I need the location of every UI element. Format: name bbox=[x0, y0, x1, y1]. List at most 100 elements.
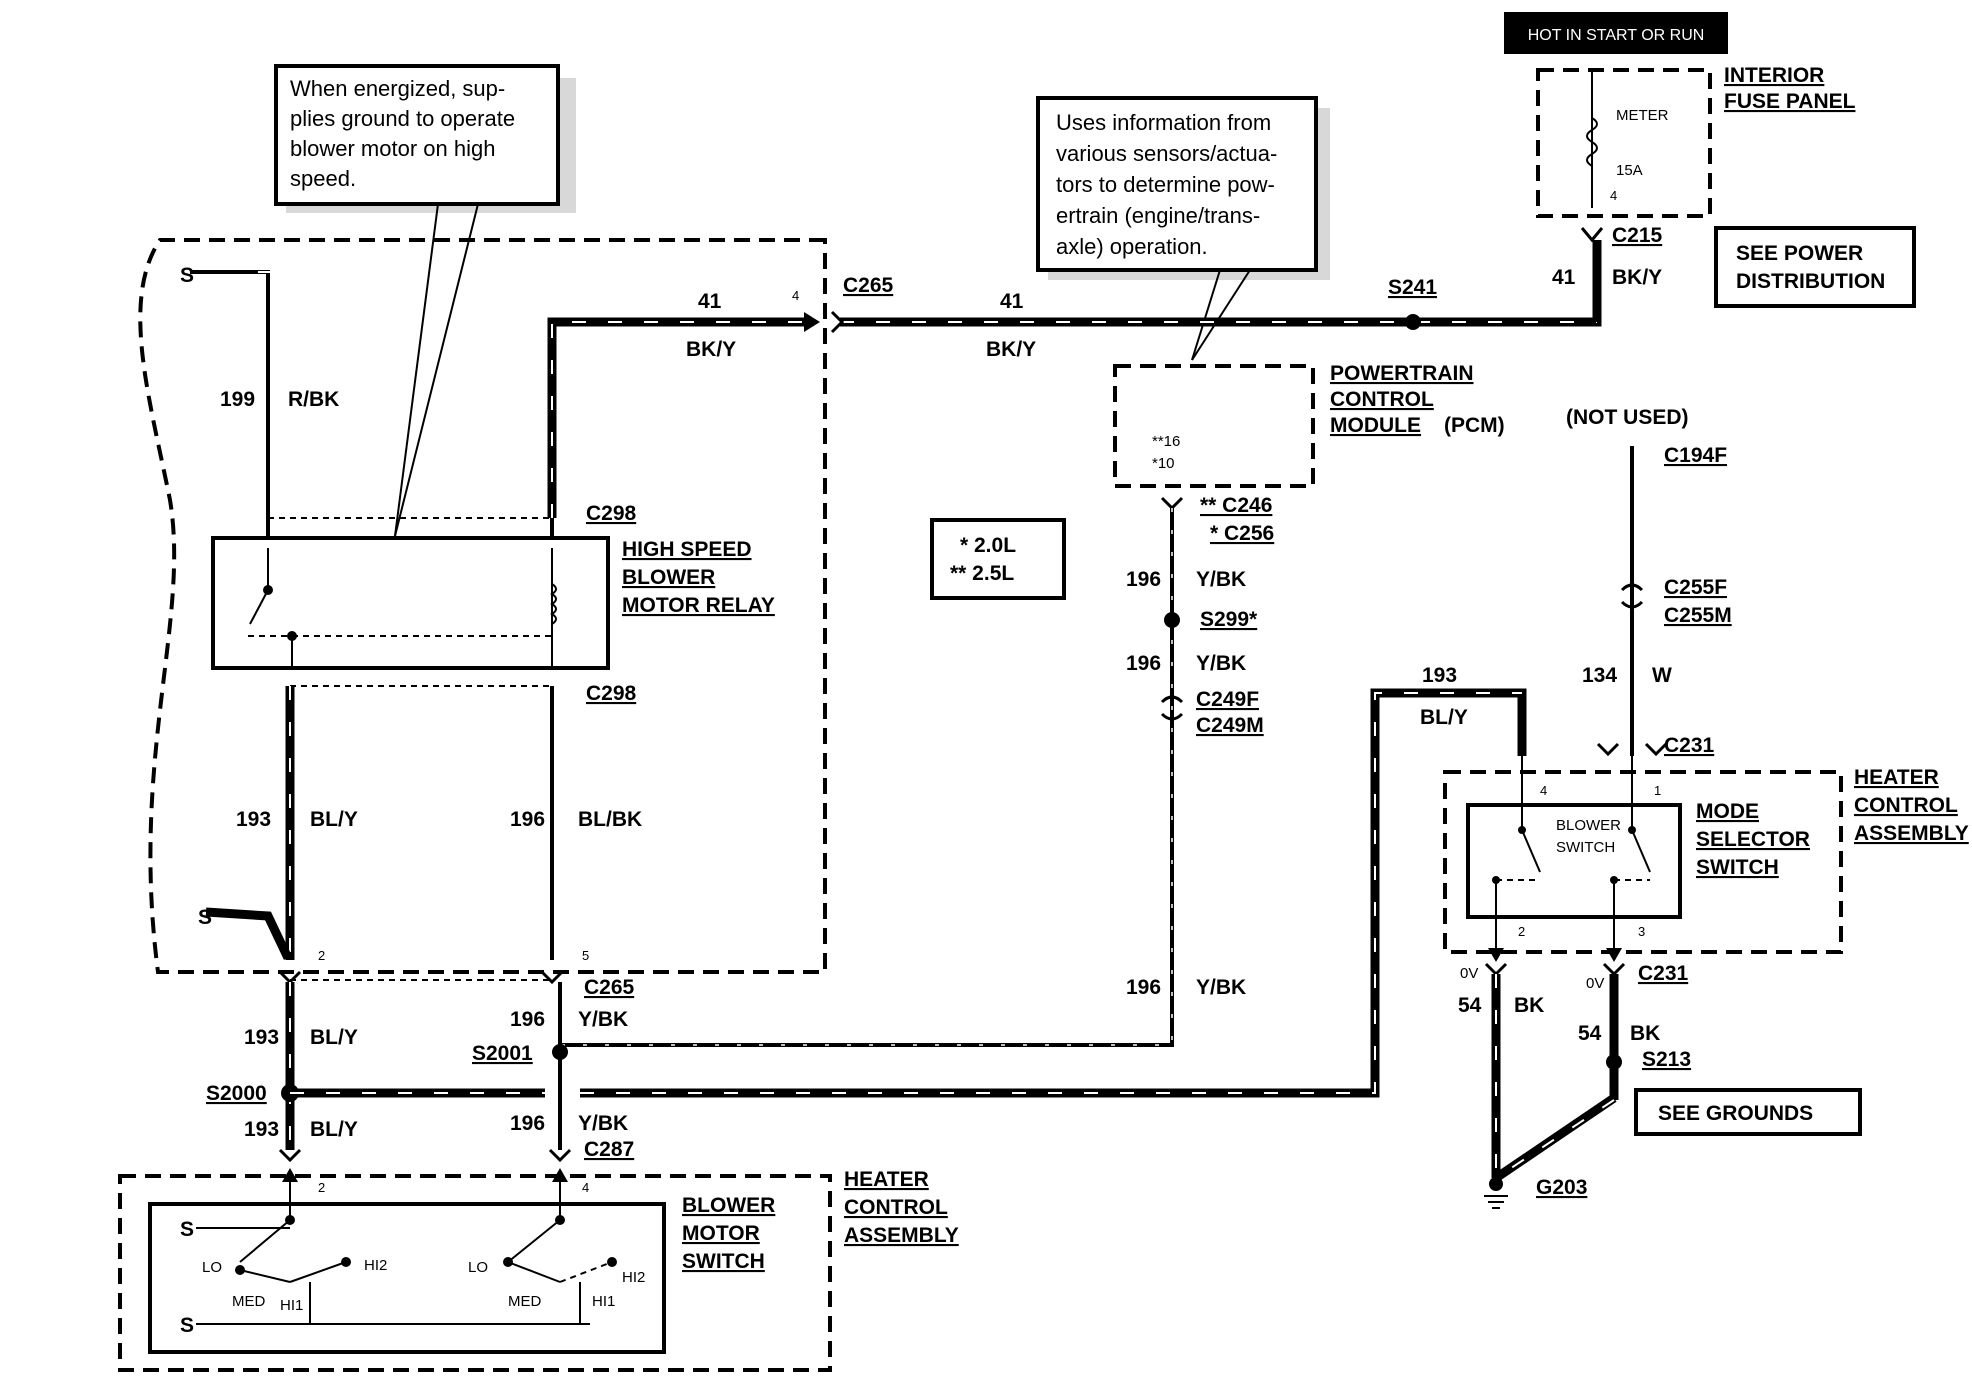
mode-selector-label: SELECTOR bbox=[1696, 828, 1810, 851]
wire-54-right bbox=[1493, 974, 1619, 1182]
blower-motor-switch bbox=[148, 1202, 666, 1354]
connector-c249f: C249F bbox=[1196, 688, 1259, 711]
pcm-callout-line: axle) operation. bbox=[1056, 234, 1208, 259]
switch-position: MED bbox=[232, 1293, 266, 1310]
high-speed-relay bbox=[211, 536, 610, 670]
connector-c298: C298 bbox=[586, 502, 637, 525]
splice-label: S299* bbox=[1200, 608, 1258, 631]
wire-color: W bbox=[1652, 664, 1672, 687]
heater-assy-label: CONTROL bbox=[844, 1196, 948, 1219]
wire-number: 196 bbox=[1126, 568, 1161, 591]
wire-color: Y/BK bbox=[578, 1112, 628, 1135]
wire-color: BK bbox=[1630, 1022, 1660, 1045]
pcm-callout-line: ertrain (engine/trans- bbox=[1056, 203, 1260, 228]
wire-color: BL/Y bbox=[1420, 706, 1468, 729]
wire-number: 41 bbox=[1000, 290, 1024, 313]
heater-assy-label: ASSEMBLY bbox=[844, 1224, 959, 1247]
pcm-pin: **16 bbox=[1152, 433, 1180, 450]
pcm-module bbox=[1113, 364, 1315, 488]
heater-assy-label: HEATER bbox=[1854, 766, 1939, 789]
wire-number: 54 bbox=[1458, 994, 1482, 1017]
pcm-callout-line: Uses information from bbox=[1056, 110, 1271, 135]
connector-c249m: C249M bbox=[1196, 714, 1264, 737]
shield-symbol: S bbox=[180, 1218, 194, 1241]
fuse-symbol bbox=[1586, 117, 1598, 167]
wire-number: 41 bbox=[698, 290, 722, 313]
wire-number: 193 bbox=[236, 808, 271, 831]
pin-number: 4 bbox=[792, 288, 799, 303]
connector-c265: C265 bbox=[584, 976, 635, 999]
pcm-callout-line: various sensors/actua- bbox=[1056, 141, 1277, 166]
pin-number: 4 bbox=[582, 1180, 589, 1195]
wire-color: Y/BK bbox=[578, 1008, 628, 1031]
wire-color: Y/BK bbox=[1196, 652, 1246, 675]
shield-symbol: S bbox=[180, 264, 194, 287]
wire-color: BK/Y bbox=[1612, 266, 1662, 289]
relay-callout: When energized, sup- plies ground to ope… bbox=[274, 64, 576, 537]
splice-label: S241 bbox=[1388, 276, 1437, 299]
see-power-text: DISTRIBUTION bbox=[1736, 270, 1885, 293]
switch-position: MED bbox=[508, 1293, 542, 1310]
relay-callout-line: speed. bbox=[290, 166, 356, 191]
pcm-callout: Uses information from various sensors/ac… bbox=[1036, 96, 1330, 361]
not-used-label: (NOT USED) bbox=[1566, 406, 1689, 429]
see-power-box[interactable] bbox=[1714, 226, 1916, 308]
wire-color: R/BK bbox=[288, 388, 339, 411]
pcm-pin: *10 bbox=[1152, 455, 1175, 472]
voltage-label: 0V bbox=[1460, 965, 1478, 982]
wire-number: 196 bbox=[1126, 652, 1161, 675]
mode-selector-label: MODE bbox=[1696, 800, 1759, 823]
blower-switch-label: MOTOR bbox=[682, 1222, 760, 1245]
wire-color: Y/BK bbox=[1196, 976, 1246, 999]
fuse-rating: 15A bbox=[1616, 162, 1643, 179]
connector-c246: ** C246 bbox=[1200, 494, 1272, 517]
blower-switch-text: BLOWER bbox=[1556, 817, 1621, 834]
legend-entry: ** 2.5L bbox=[950, 562, 1014, 585]
see-grounds-box[interactable] bbox=[1634, 1088, 1862, 1136]
connector-c265: C265 bbox=[843, 274, 894, 297]
pin-number: 4 bbox=[1540, 783, 1547, 798]
pin-number: 2 bbox=[1518, 924, 1525, 939]
wire-number: 193 bbox=[244, 1118, 279, 1141]
connector-c255m: C255M bbox=[1664, 604, 1732, 627]
hot-label: HOT IN START OR RUN bbox=[1528, 27, 1705, 44]
wire-number: 54 bbox=[1578, 1022, 1602, 1045]
connector-c256: * C256 bbox=[1210, 522, 1274, 545]
heater-control-assembly-bottom bbox=[118, 1174, 832, 1372]
relay-callout-line: blower motor on high bbox=[290, 136, 495, 161]
relay-label: BLOWER bbox=[622, 566, 715, 589]
connector-c255f: C255F bbox=[1664, 576, 1727, 599]
blower-switch-label: SWITCH bbox=[682, 1250, 765, 1273]
switch-position: LO bbox=[202, 1259, 222, 1276]
shield-symbol: S bbox=[180, 1314, 194, 1337]
connector-c231: C231 bbox=[1638, 962, 1689, 985]
connector-c194f: C194F bbox=[1664, 444, 1727, 467]
relay-label: MOTOR RELAY bbox=[622, 594, 775, 617]
voltage-label: 0V bbox=[1586, 975, 1604, 992]
pin-number: 3 bbox=[1638, 924, 1645, 939]
wire-number: 193 bbox=[1422, 664, 1457, 687]
connector-c231: C231 bbox=[1664, 734, 1715, 757]
switch-position: LO bbox=[468, 1259, 488, 1276]
pin-number: 4 bbox=[1610, 188, 1617, 203]
heater-control-assembly-right bbox=[1443, 770, 1843, 954]
heater-assy-label: HEATER bbox=[844, 1168, 929, 1191]
wire-color: BL/Y bbox=[310, 808, 358, 831]
wire-number: 134 bbox=[1582, 664, 1617, 687]
relay-callout-line: plies ground to operate bbox=[290, 106, 515, 131]
splice-label: S213 bbox=[1642, 1048, 1691, 1071]
interior-fuse-panel bbox=[1536, 68, 1712, 218]
fuse-panel-title: INTERIOR bbox=[1724, 64, 1824, 87]
blower-switch-label: BLOWER bbox=[682, 1194, 775, 1217]
wire-color: BL/Y bbox=[310, 1026, 358, 1049]
wire-41-relay bbox=[547, 317, 805, 518]
wire-color: Y/BK bbox=[1196, 568, 1246, 591]
splice-s299 bbox=[1164, 612, 1180, 628]
wire-number: 196 bbox=[510, 1112, 545, 1135]
see-grounds-text: SEE GROUNDS bbox=[1658, 1102, 1813, 1125]
see-power-text: SEE POWER bbox=[1736, 242, 1863, 265]
blower-switch-text: SWITCH bbox=[1556, 839, 1615, 856]
heater-assy-label: ASSEMBLY bbox=[1854, 822, 1969, 845]
splice-s2001 bbox=[552, 1044, 568, 1060]
switch-position: HI1 bbox=[592, 1293, 615, 1310]
